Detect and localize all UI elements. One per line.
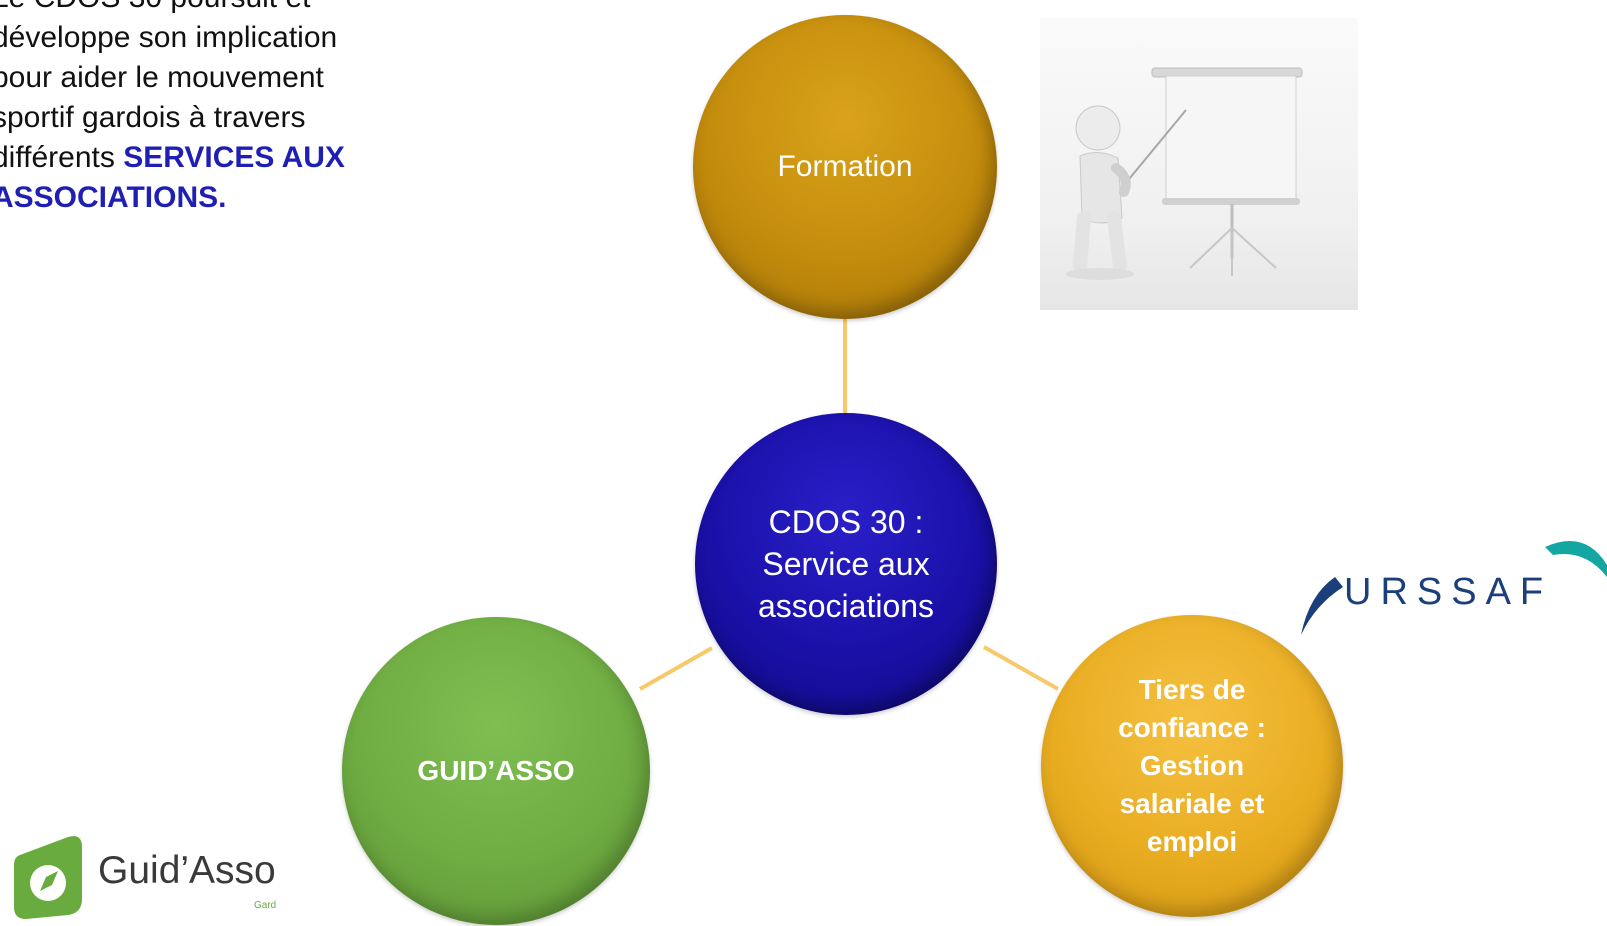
node-center: CDOS 30 : Service aux associations xyxy=(695,413,997,715)
intro-line-1: Le CDOS 30 poursuit et xyxy=(0,0,452,18)
guidasso-logo: Guid’Asso Gard xyxy=(10,833,300,926)
presenter-screen-icon xyxy=(1066,67,1303,280)
urssaf-logo: URSSAF xyxy=(1295,535,1607,645)
intro-line-3: pour aider le mouvement xyxy=(0,61,324,94)
node-center-line-2: Service aux xyxy=(762,546,930,582)
guidasso-subtitle: Gard xyxy=(254,900,277,911)
node-formation-label: Formation xyxy=(777,150,913,183)
intro-line-5: différents SERVICES AUX xyxy=(0,138,452,178)
node-tiers-line-2: confiance : xyxy=(1118,712,1266,743)
intro-text: Le CDOS 30 poursuit et développe son imp… xyxy=(0,0,452,218)
presentation-illustration xyxy=(1040,18,1358,310)
node-tiers-line-5: emploi xyxy=(1146,826,1238,857)
node-tiers-line-1: Tiers de xyxy=(1138,674,1246,705)
intro-line-5-plain: différents xyxy=(0,141,124,174)
intro-line-2: développe son implication xyxy=(0,21,338,54)
node-guidasso: GUID’ASSO xyxy=(342,617,650,925)
node-guidasso-label: GUID’ASSO xyxy=(417,755,575,786)
node-tiers-line-4: salariale et xyxy=(1119,788,1265,819)
intro-emphasis-services: SERVICES AUX xyxy=(123,141,345,174)
node-formation: Formation xyxy=(693,15,997,319)
guidasso-wordmark: Guid’Asso xyxy=(98,849,276,892)
node-tiers: Tiers de confiance : Gestion salariale e… xyxy=(1041,615,1343,917)
urssaf-swoosh-icon xyxy=(1301,541,1607,635)
node-center-line-3: associations xyxy=(757,588,935,624)
urssaf-wordmark: URSSAF xyxy=(1344,571,1553,613)
connector-tiers xyxy=(983,645,1059,691)
node-center-line-1: CDOS 30 : xyxy=(768,504,924,540)
intro-emphasis-associations: ASSOCIATIONS. xyxy=(0,181,227,214)
node-tiers-line-3: Gestion xyxy=(1139,750,1245,781)
intro-line-4: sportif gardois à travers xyxy=(0,101,306,134)
connector-guidasso xyxy=(639,646,713,691)
compass-icon xyxy=(14,836,82,919)
